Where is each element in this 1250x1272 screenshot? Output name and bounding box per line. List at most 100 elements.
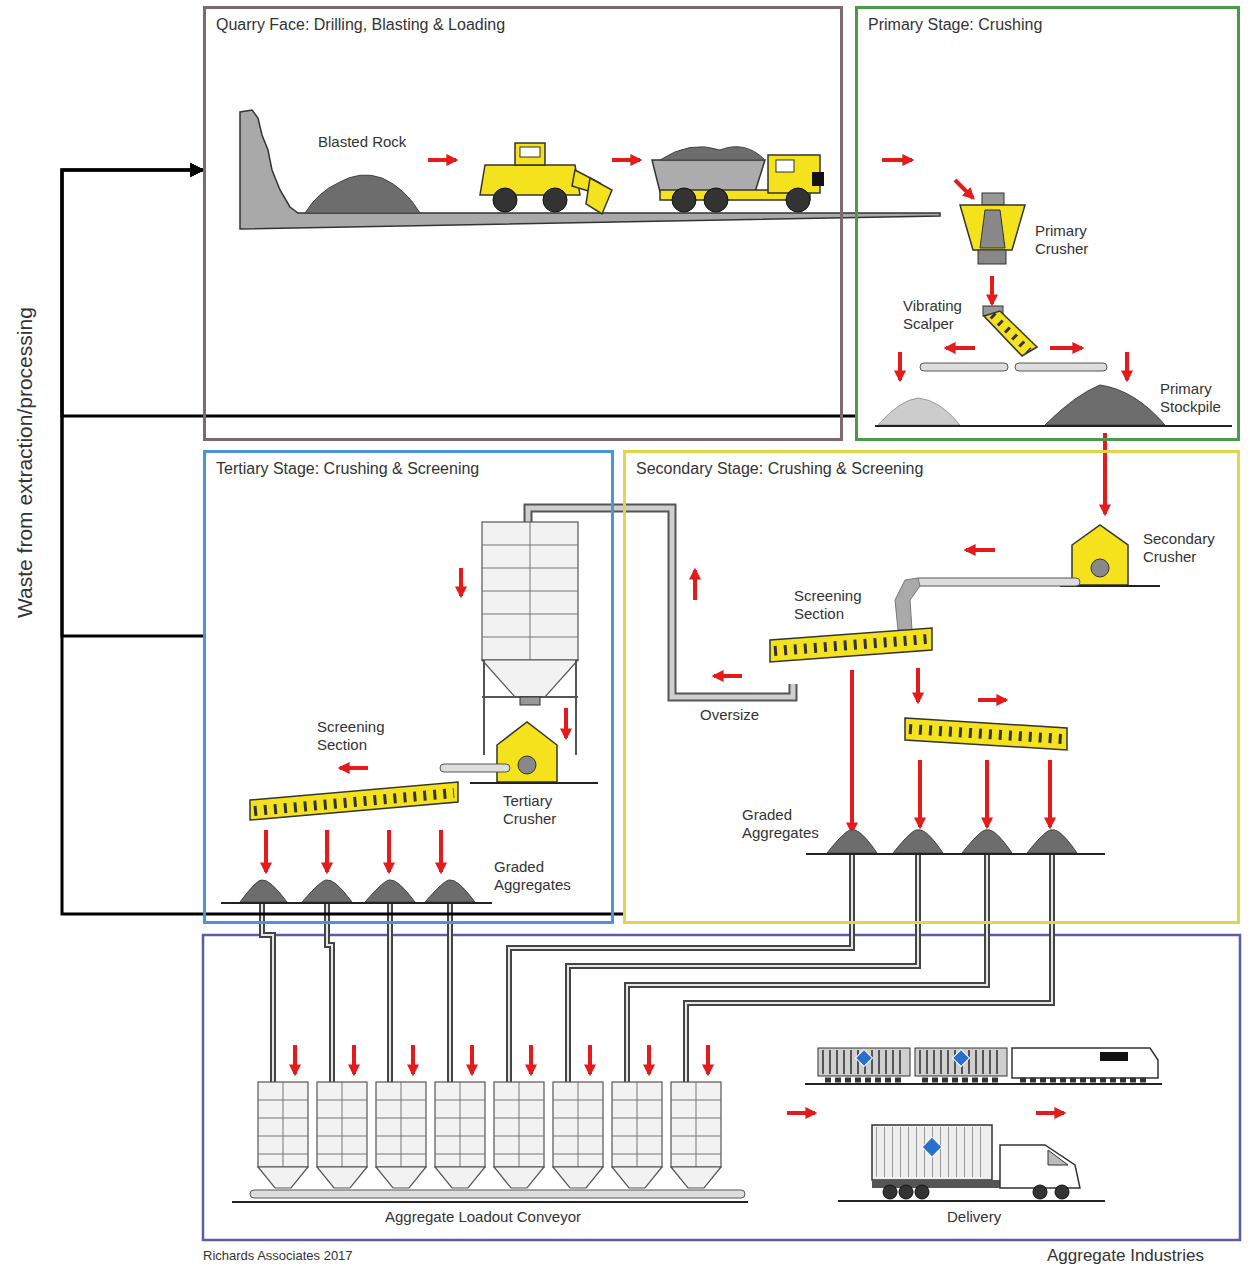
flow-arrow: [387, 830, 391, 872]
wheel: [1055, 1185, 1069, 1199]
flow-arrow: [946, 346, 975, 350]
aggregate-pile: [240, 880, 287, 902]
screen-mesh: [992, 315, 1029, 351]
blasted-rock-pile: [305, 175, 420, 213]
part-label: Blasted Rock: [318, 133, 406, 151]
ground-line: [875, 425, 1232, 427]
loader-body: [480, 165, 580, 195]
loadout-silo: [671, 1082, 721, 1167]
flow-arrow: [564, 708, 568, 738]
part-label: Tertiary Crusher: [503, 792, 573, 828]
silo-lines: [612, 1082, 662, 1167]
truck-bed: [652, 160, 765, 192]
aggregate-pile: [827, 830, 877, 853]
part-label: Screening Section: [794, 587, 872, 623]
silo-lines: [553, 1082, 603, 1167]
loadout-panel: [203, 935, 1240, 1240]
flow-arrow: [529, 1045, 533, 1074]
flow-arrow: [955, 180, 973, 198]
flow-arrow: [990, 276, 994, 304]
waste-return-line: [62, 170, 623, 914]
material-stream: [895, 578, 920, 630]
part-label: Delivery: [947, 1208, 1001, 1226]
aggregate-pile: [425, 880, 475, 902]
flow-arrow: [898, 352, 902, 380]
part-label: Graded Aggregates: [494, 858, 578, 894]
primary-stockpile: [1045, 385, 1165, 425]
flow-arrow: [714, 674, 742, 678]
flow-arrow: [1103, 433, 1107, 514]
flow-arrow: [647, 1045, 651, 1074]
loadout-conveyor: [250, 1190, 745, 1198]
flow-arrow: [470, 1045, 474, 1074]
flow-arrow: [1050, 346, 1082, 350]
conveyor-belt: [1015, 363, 1107, 371]
screening-deck: [770, 628, 932, 662]
part-label: Richards Associates 2017: [203, 1248, 353, 1264]
flow-arrow: [966, 548, 995, 552]
stage-panel: Quarry Face: Drilling, Blasting & Loadin…: [203, 6, 843, 441]
flow-arrow: [588, 1045, 592, 1074]
panel-heading: Primary Stage: Crushing: [858, 9, 1237, 35]
wheel: [899, 1185, 913, 1199]
rail-track: [805, 1083, 1162, 1085]
stage-panel: Secondary Stage: Crushing & Screening: [623, 450, 1240, 924]
transfer-pipe: [568, 855, 918, 1082]
waste-pile: [878, 398, 960, 425]
aggregate-pile: [365, 880, 415, 902]
crusher-cap: [982, 193, 1004, 205]
ground-line: [470, 782, 598, 784]
quarry-cliff: [240, 110, 940, 229]
wheel: [543, 188, 567, 212]
aggregate-pile: [893, 830, 943, 853]
silo-hopper: [482, 660, 578, 697]
ground-line: [838, 1200, 1105, 1202]
flow-arrow: [612, 158, 640, 162]
loadout-silo: [376, 1082, 426, 1167]
flow-arrow: [1125, 352, 1129, 380]
part-label: Vibrating Scalper: [903, 297, 975, 333]
flow-arrow: [850, 670, 854, 832]
panel-heading: Tertiary Stage: Crushing & Screening: [206, 453, 611, 479]
company-logo: [856, 1050, 873, 1067]
crusher-roll: [1091, 559, 1109, 577]
part-label: Primary Stockpile: [1160, 380, 1234, 416]
wheel: [1033, 1185, 1047, 1199]
silo-lines: [258, 1082, 308, 1167]
vibrating-scalper: [984, 311, 1037, 356]
silo-hopper: [671, 1167, 721, 1188]
silo-lines: [376, 1082, 426, 1167]
wheel: [915, 1185, 929, 1199]
waste-return-line: [62, 170, 203, 636]
pipe-bore: [262, 855, 1052, 1082]
wagon-ribs: [822, 1050, 906, 1074]
silo-outlet: [520, 697, 540, 705]
flow-arrow: [325, 830, 329, 872]
wheel: [786, 188, 810, 212]
screening-deck: [905, 718, 1067, 750]
loadout-silo: [258, 1082, 308, 1167]
loader-window: [520, 147, 540, 157]
flow-arrow: [264, 830, 268, 872]
flow-arrow: [918, 760, 922, 827]
aggregate-pile: [962, 830, 1012, 853]
loadout-silo: [612, 1082, 662, 1167]
truck-window: [776, 160, 794, 172]
flow-arrow: [1048, 760, 1052, 827]
flow-arrow: [459, 568, 463, 596]
part-label: Graded Aggregates: [742, 806, 826, 842]
rail-wagon: [818, 1048, 910, 1076]
flow-arrow: [916, 668, 920, 702]
flow-arrow: [706, 1045, 710, 1074]
ground-line: [232, 1201, 748, 1203]
part-label: Aggregate Industries: [1047, 1246, 1204, 1266]
crusher-roll: [518, 756, 536, 774]
silo-hopper: [376, 1167, 426, 1188]
loadout-silos: [258, 1082, 721, 1188]
ground-line: [806, 853, 1105, 855]
wheel: [672, 188, 696, 212]
wagon-ribs: [919, 1050, 1003, 1074]
silo-hopper: [494, 1167, 544, 1188]
aggregate-pile: [302, 880, 352, 902]
